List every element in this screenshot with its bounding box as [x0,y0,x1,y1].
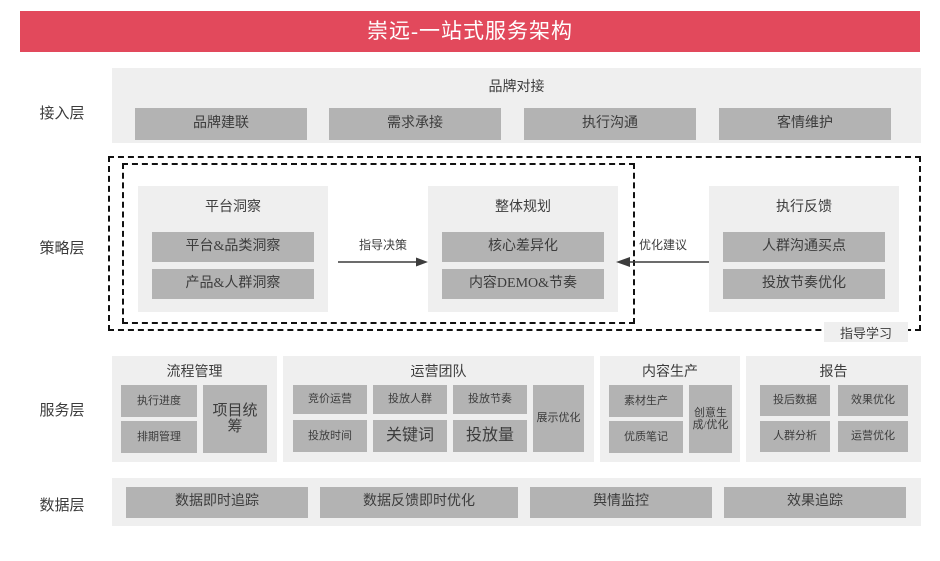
arrow-left-icon [616,257,710,267]
data-item-effect-tracking[interactable]: 效果追踪 [724,487,906,518]
data-item-realtime-tracking[interactable]: 数据即时追踪 [126,487,308,518]
layer-label-service: 服务层 [39,403,85,419]
service-item-creative-generation-optimization[interactable]: 创意生成/优化 [689,385,732,453]
strategy-item-delivery-rhythm-optimization[interactable]: 投放节奏优化 [723,269,885,299]
service-item-delivery-rhythm[interactable]: 投放节奏 [453,385,527,414]
service-item-quality-notes[interactable]: 优质笔记 [609,421,683,453]
strategy-item-platform-category-insight[interactable]: 平台&品类洞察 [152,232,314,262]
strategy-group-overall-planning: 整体规划 核心差异化 内容DEMO&节奏 [428,186,618,312]
service-item-project-coordination[interactable]: 项目统筹 [203,385,267,453]
layer-label-data: 数据层 [39,498,85,514]
strategy-item-content-demo-rhythm[interactable]: 内容DEMO&节奏 [442,269,604,299]
access-item-client-care[interactable]: 客情维护 [719,108,891,140]
data-item-public-opinion-monitoring[interactable]: 舆情监控 [530,487,712,518]
service-item-execution-progress[interactable]: 执行进度 [121,385,197,417]
service-item-audience-analysis[interactable]: 人群分析 [760,421,830,452]
service-group-report: 报告 投后数据 效果优化 人群分析 运营优化 [746,356,921,462]
strategy-arrow-label-optimization-advice: 优化建议 [638,238,687,252]
strategy-inner-dashed-frame [122,163,635,324]
service-group-title-operations-team: 运营团队 [410,365,467,380]
access-group-title: 品牌对接 [488,80,545,95]
service-item-keywords[interactable]: 关键词 [373,420,447,452]
service-item-display-optimization[interactable]: 展示优化 [533,385,584,452]
access-item-brand-link[interactable]: 品牌建联 [135,108,307,140]
service-group-title-process-management: 流程管理 [166,365,223,380]
strategy-outer-dashed-frame [108,156,921,331]
page-title: 崇远-一站式服务架构 [367,19,573,43]
strategy-arrow-guide-decision: 指导决策 [338,236,428,270]
service-group-title-report: 报告 [819,365,848,380]
service-group-operations-team: 运营团队 竞价运营 投放人群 投放节奏 投放时间 关键词 投放量 展示优化 [283,356,594,462]
strategy-footer-guide-learning: 指导学习 [824,322,908,342]
service-item-delivery-volume[interactable]: 投放量 [453,420,527,452]
service-item-delivery-time[interactable]: 投放时间 [293,420,367,452]
strategy-group-title-overall-planning: 整体规划 [495,200,551,215]
data-item-feedback-realtime-optimization[interactable]: 数据反馈即时优化 [320,487,518,518]
layer-label-strategy: 策略层 [39,241,85,257]
layer-label-access: 接入层 [39,106,85,122]
service-item-schedule-management[interactable]: 排期管理 [121,421,197,453]
strategy-group-platform-insight: 平台洞察 平台&品类洞察 产品&人群洞察 [138,186,328,312]
service-group-content-production: 内容生产 素材生产 优质笔记 创意生成/优化 [600,356,740,462]
service-item-operations-optimization[interactable]: 运营优化 [838,421,908,452]
service-group-process-management: 流程管理 执行进度 排期管理 项目统筹 [112,356,277,462]
service-item-post-delivery-data[interactable]: 投后数据 [760,385,830,416]
strategy-group-title-execution-feedback: 执行反馈 [776,200,832,215]
access-item-demand-intake[interactable]: 需求承接 [329,108,501,140]
arrow-right-icon [338,257,428,267]
service-item-target-audience[interactable]: 投放人群 [373,385,447,414]
strategy-group-execution-feedback: 执行反馈 人群沟通买点 投放节奏优化 [709,186,899,312]
service-item-bidding-operations[interactable]: 竞价运营 [293,385,367,414]
strategy-arrow-optimization-advice: 优化建议 [616,236,710,270]
strategy-item-product-audience-insight[interactable]: 产品&人群洞察 [152,269,314,299]
service-item-material-production[interactable]: 素材生产 [609,385,683,417]
service-group-title-content-production: 内容生产 [642,365,698,380]
service-item-effect-optimization[interactable]: 效果优化 [838,385,908,416]
page-title-bar: 崇远-一站式服务架构 [20,11,920,52]
strategy-group-title-platform-insight: 平台洞察 [205,200,261,215]
strategy-item-core-differentiation[interactable]: 核心差异化 [442,232,604,262]
strategy-arrow-label-guide-decision: 指导决策 [358,238,407,252]
access-item-exec-communication[interactable]: 执行沟通 [524,108,696,140]
strategy-item-audience-selling-point[interactable]: 人群沟通买点 [723,232,885,262]
